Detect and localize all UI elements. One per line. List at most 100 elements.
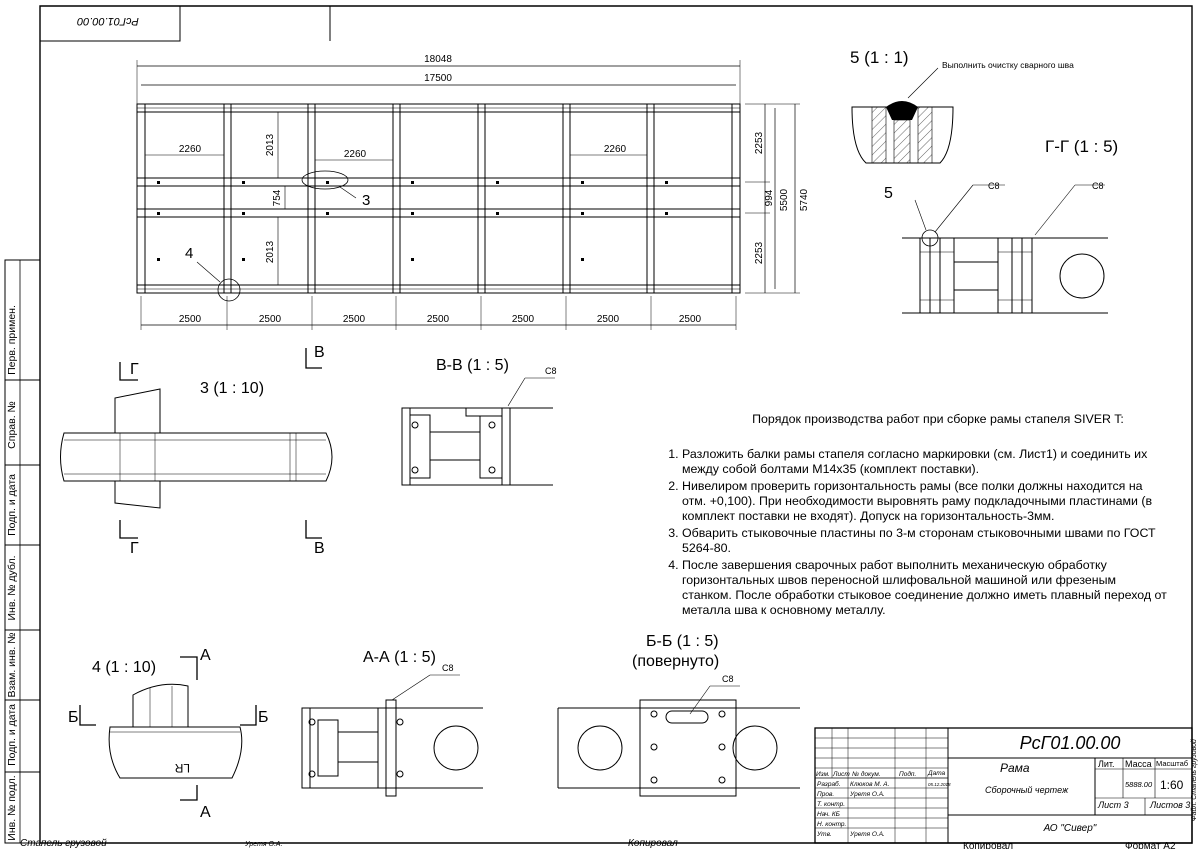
row-label: Подп. [899, 770, 916, 778]
person-name: Клюков М. А. [850, 781, 890, 788]
left-strip: Перв. примен. Справ. № Подп. и дата Инв.… [6, 305, 18, 841]
dim-label: 2253 [754, 241, 765, 264]
view-aa-title: А-А (1 : 5) [363, 649, 436, 666]
note-item: Разложить балки рамы стапеля согласно ма… [682, 447, 1168, 477]
bottom-author: Уретя О.А. [244, 841, 283, 848]
company-name: АО "Сивер" [1043, 823, 1097, 834]
drawing-doc-type: Сборочный чертеж [985, 785, 1069, 795]
section-mark-g: Г [130, 361, 139, 378]
role-label: Утв. [816, 831, 832, 838]
dim-label: 2500 [427, 314, 450, 325]
view-3-detail [60, 348, 333, 539]
weld-symbol: С8 [545, 366, 557, 376]
format-label: Формат А2 [1125, 841, 1176, 849]
row-label: № докум. [852, 770, 881, 778]
dim-label: 2500 [179, 314, 202, 325]
drawing-name: Рама [1000, 761, 1030, 775]
dim-label: 2500 [259, 314, 282, 325]
title-block [814, 727, 1193, 844]
row-label: Дата [927, 770, 946, 777]
person-name: Уретя О.А. [849, 791, 885, 798]
scale-value: 1:60 [1160, 778, 1184, 792]
dim-label: 2253 [754, 131, 765, 154]
view-aa-section [301, 674, 483, 797]
sheet-number: Лист 3 [1097, 800, 1129, 810]
drawing-designation: РсГ01.00.00 [1020, 733, 1121, 753]
role-label: Нач. КБ [817, 811, 840, 818]
left-strip-label: Справ. № [6, 401, 18, 449]
dim-label: 2500 [343, 314, 366, 325]
left-strip-label: Инв. № дубл. [6, 555, 18, 620]
col-scale: Масштаб [1156, 759, 1188, 768]
file-label: Файл: Стапель грузовой [1190, 739, 1198, 821]
role-label: Н. контр. [817, 821, 847, 828]
col-mass: Масса [1125, 759, 1152, 769]
section-mark-a: А [200, 804, 211, 821]
view-3-title: 3 (1 : 10) [200, 380, 264, 397]
dim-label: 17500 [424, 73, 452, 84]
note-item: После завершения сварочных работ выполни… [682, 558, 1168, 618]
callout-4: 4 [185, 245, 193, 262]
notes-list: Разложить балки рамы стапеля согласно ма… [668, 447, 1168, 618]
bottom-copied: Копировал [628, 838, 678, 849]
view-5-detail [851, 67, 954, 164]
dim-label: 2260 [604, 144, 627, 155]
view-5-note: Выполнить очистку сварного шва [942, 60, 1074, 70]
dim-label: 2013 [265, 240, 276, 263]
row-label: Изм. [816, 771, 830, 778]
weld-symbol: С8 [988, 181, 1000, 191]
section-mark-a: А [200, 647, 211, 664]
note-item: Нивелиром проверить горизонтальность рам… [682, 479, 1168, 524]
date-value: 05.12.2018 [928, 782, 951, 787]
dim-label: 5500 [779, 188, 790, 211]
title-block-text: РсГ01.00.00 Рама Сборочный чертеж Лит. М… [816, 733, 1198, 849]
view-bb-title: Б-Б (1 : 5) [646, 633, 719, 650]
view-4-title: 4 (1 : 10) [92, 659, 156, 676]
dim-label: 994 [764, 189, 775, 206]
role-label: Т. контр. [817, 801, 845, 808]
role-label: Пров. [817, 791, 834, 798]
left-strip-label: Перв. примен. [6, 305, 18, 375]
dim-label: 2500 [597, 314, 620, 325]
view-vv-title: В-В (1 : 5) [436, 357, 509, 374]
sheets-total: Листов 3 [1149, 800, 1190, 810]
view-gg-section [902, 184, 1108, 314]
weld-symbol: С8 [442, 663, 454, 673]
dim-label: 5740 [799, 188, 810, 211]
view-4-detail [79, 656, 257, 801]
dim-label: 2013 [265, 133, 276, 156]
section-mark-v: В [314, 344, 325, 361]
note-item: Обварить стыковочные пластины по 3-м сто… [682, 526, 1168, 556]
left-strip-label: Инв. № подл. [6, 775, 18, 840]
view-5-callout: 5 [884, 185, 893, 202]
view-bb-section [557, 685, 800, 797]
frame-plan-dimensions: 18048 17500 2253 994 2253 5500 5740 2013… [179, 54, 810, 325]
section-mark-g: Г [130, 540, 139, 557]
section-mark-b: Б [68, 709, 79, 726]
bottom-left-label: Стапель грузовой [20, 838, 107, 849]
person-name: Уретя О.А. [849, 831, 885, 838]
row-label: Лист [832, 771, 850, 778]
col-lit: Лит. [1098, 759, 1115, 769]
weld-symbol: С8 [1092, 181, 1104, 191]
dim-label: 2500 [512, 314, 535, 325]
doc-code-mirrored: РсГ01.00.00 [76, 15, 139, 27]
left-strip-label: Взам. инв. № [6, 632, 18, 697]
assembly-notes: Порядок производства работ при сборке ра… [668, 412, 1168, 620]
left-strip-label: Подп. и дата [6, 704, 18, 766]
part-mark: LR [174, 761, 190, 775]
view-bb-subtitle: (повернуто) [632, 653, 719, 670]
dim-label: 2260 [344, 149, 367, 160]
notes-title: Порядок производства работ при сборке ра… [752, 412, 1124, 426]
frame-plan-view [136, 60, 800, 330]
role-label: Разраб. [817, 780, 841, 788]
view-5-title: 5 (1 : 1) [850, 48, 909, 67]
copied-label: Копировал [963, 841, 1013, 849]
section-mark-v: В [314, 540, 325, 557]
section-mark-b: Б [258, 709, 269, 726]
mass-value: 5888.00 [1125, 780, 1153, 789]
view-gg-title: Г-Г (1 : 5) [1045, 137, 1118, 156]
weld-symbol: С8 [722, 674, 734, 684]
dim-label: 18048 [424, 54, 452, 65]
